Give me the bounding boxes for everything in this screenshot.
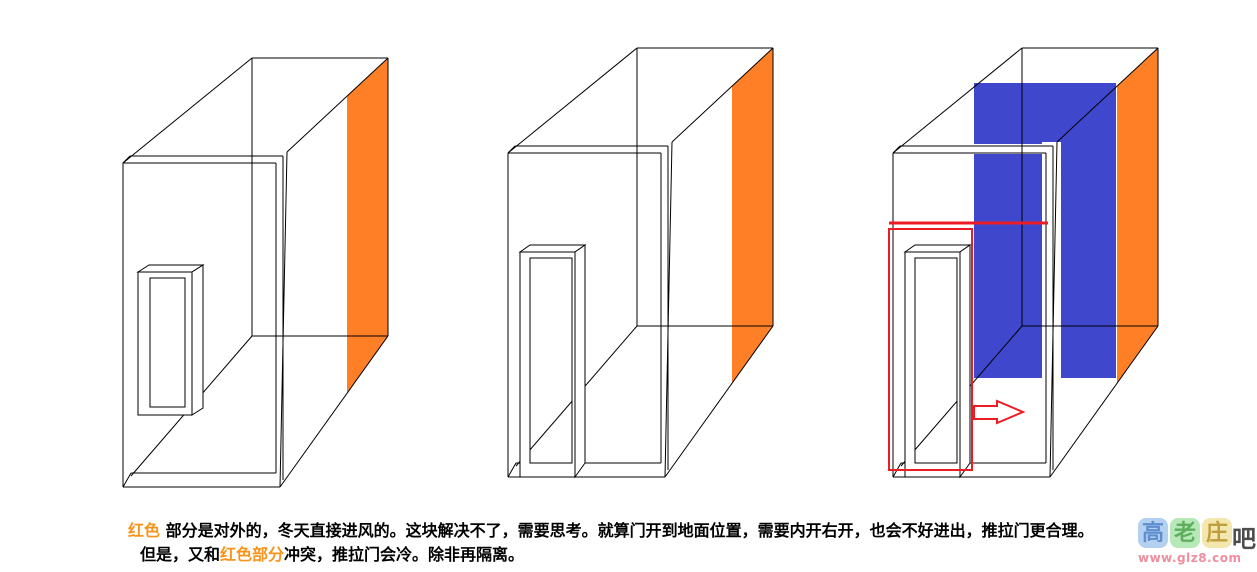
wall-top-slab-band [893,144,1055,154]
room-wireframe [892,47,1159,478]
red-direction-arrow-icon [973,399,1026,425]
caption-line-2: 但是，又和红色部分冲突，推拉门会冷。除非再隔离。 [128,543,1088,567]
watermark: 高老庄吧 www.glz8.com [1138,508,1257,565]
orange-panel [347,58,388,393]
caption-line-1: 红色 部分是对外的，冬天直接进风的。这块解决不了，需要思考。就算门开到地面位置，… [128,519,1094,543]
diagram-room-door [507,47,774,479]
room-wireframe [507,47,774,478]
diagram-room-annotated [888,47,1159,479]
caption-text: 部分是对外的，冬天直接进风的。这块解决不了，需要思考。就算门开到地面位置，需要内… [160,521,1094,540]
window-frame [136,264,205,416]
wall-right-slab-band [1042,142,1061,478]
caption-text: 但是，又和 [140,545,221,564]
caption-text: 冲突，推拉门会冷。除非再隔离。 [284,545,525,564]
caption-highlight: 红色 [128,521,161,540]
diagram-room-window [122,57,389,488]
orange-panel [1117,48,1158,383]
watermark-url: www.glz8.com [1138,551,1242,565]
red-door-outline [888,228,973,471]
watermark-tile: 高 [1138,518,1168,548]
room-wireframe [122,57,389,488]
watermark-tile: 老 [1170,518,1200,548]
watermark-logo: 高老庄吧 [1138,508,1257,553]
watermark-suffix: 吧 [1232,524,1256,553]
orange-panel [732,48,773,383]
red-annotations [888,221,1048,471]
door-frame [518,244,587,479]
caption-highlight: 红色部分 [220,545,285,564]
watermark-tile: 庄 [1202,518,1232,548]
caption: 红色 部分是对外的，冬天直接进风的。这块解决不了，需要思考。就算门开到地面位置，… [128,519,1094,567]
door-frame [903,244,972,479]
